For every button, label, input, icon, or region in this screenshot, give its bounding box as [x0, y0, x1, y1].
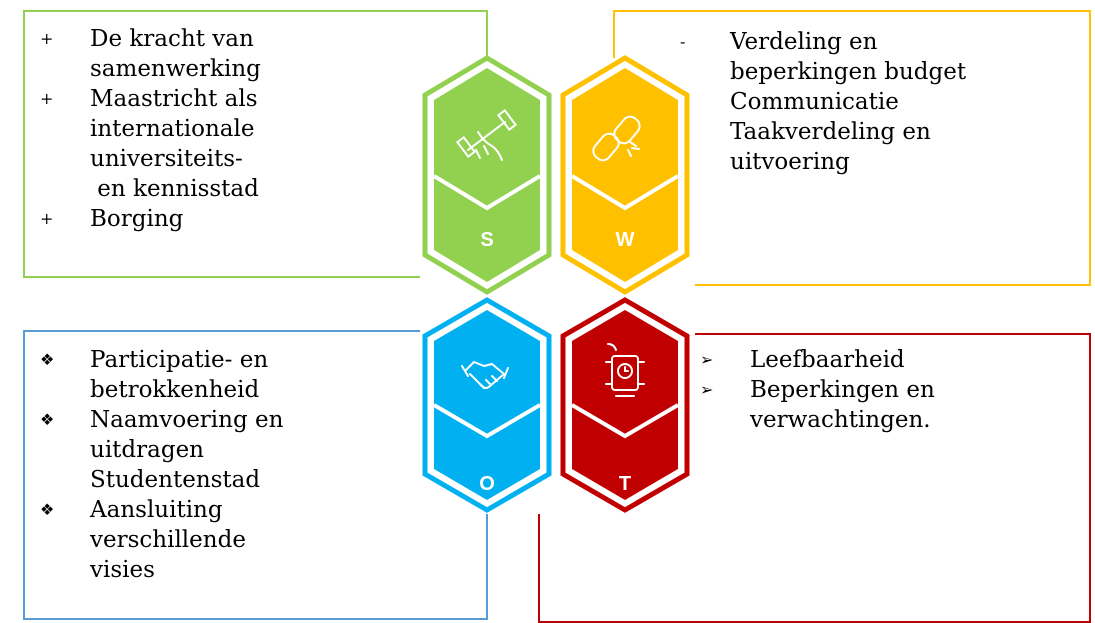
opportunities-item-line: Participatie- en	[90, 347, 269, 373]
opportunities-item: ❖ Aansluiting verschillende visies	[40, 495, 380, 585]
opportunities-hexagon-fill	[434, 310, 540, 500]
strengths-bullet-marker: +	[40, 209, 54, 228]
weaknesses-item: -Communicatie	[680, 87, 1080, 117]
threats-bullet-marker: ➢	[700, 350, 714, 369]
threats-list: ➢ Leefbaarheid ➢ Beperkingen en verwachtinge…	[700, 345, 1070, 435]
strengths-item: + Maastricht als internationale universitei…	[40, 84, 380, 204]
threats-hexagon-fill	[572, 310, 678, 500]
opportunities-item-line: verschillende	[90, 527, 246, 553]
strengths-item-line: samenwerking	[90, 56, 261, 82]
strengths-item-line: universiteits-	[90, 146, 243, 172]
strengths-chevron	[432, 174, 542, 211]
threats-letter: T	[619, 473, 631, 495]
opportunities-item-line: uitdragen	[90, 437, 204, 463]
strengths-item-line: De kracht van	[90, 26, 254, 52]
weaknesses-item-line: Communicatie	[730, 89, 899, 115]
threats-item: ➢ Beperkingen en verwachtingen.	[700, 375, 1070, 435]
dumbbell-icon	[455, 109, 518, 161]
strengths-item-line: en kennisstad	[90, 176, 259, 202]
weaknesses-item-line: beperkingen budget	[730, 59, 967, 85]
opportunities-chevron	[432, 403, 542, 439]
opportunities-item-line: Aansluiting	[90, 497, 223, 523]
threats-chevron	[570, 403, 680, 439]
threats-item-line: Leefbaarheid	[750, 347, 905, 373]
strengths-item: + De kracht van samenwerking	[40, 24, 380, 84]
bomb-icon	[605, 343, 645, 397]
weaknesses-bullet-marker: -	[680, 32, 686, 51]
handshake-icon	[461, 361, 509, 389]
weaknesses-item-line: Taakverdeling en	[730, 119, 931, 145]
opportunities-list: ❖ Participatie- en betrokkenheid ❖ Naamvoeri…	[40, 345, 380, 585]
weaknesses-item-line: uitvoering	[730, 149, 850, 175]
threats-hexagon: T	[560, 297, 690, 513]
weaknesses-hexagon-fill	[572, 68, 678, 282]
threats-item-line: Beperkingen en	[750, 377, 935, 403]
weaknesses-chevron	[570, 174, 680, 211]
strengths-letter: S	[480, 229, 493, 251]
weaknesses-item-line: Verdeling en	[730, 29, 878, 55]
strengths-item-line: Borging	[90, 206, 184, 232]
weaknesses-hexagon: W	[560, 55, 690, 295]
strengths-item-line: Maastricht als	[90, 86, 258, 112]
opportunities-bullet-marker: ❖	[40, 410, 55, 429]
opportunities-item-line: betrokkenheid	[90, 377, 260, 403]
weaknesses-list: - Verdeling en beperkingen budget-Communic…	[680, 27, 1080, 177]
weaknesses-letter: W	[616, 229, 635, 251]
opportunities-item-line: visies	[90, 557, 155, 583]
opportunities-bullet-marker: ❖	[40, 500, 55, 519]
opportunities-item-line: Naamvoering en	[90, 407, 284, 433]
opportunities-letter: O	[479, 473, 495, 495]
strengths-bullet-marker: +	[40, 89, 54, 108]
opportunities-item-line: Studentenstad	[90, 467, 261, 493]
strengths-item: + Borging	[40, 204, 380, 234]
threats-bullet-marker: ➢	[700, 380, 714, 399]
strengths-bullet-marker: +	[40, 29, 54, 48]
weaknesses-item: - Verdeling en beperkingen budget	[680, 27, 1080, 87]
opportunities-hexagon: O	[422, 297, 552, 513]
opportunities-bullet-marker: ❖	[40, 350, 55, 369]
threats-item: ➢ Leefbaarheid	[700, 345, 1070, 375]
opportunities-item: ❖ Participatie- en betrokkenheid	[40, 345, 380, 405]
strengths-hexagon: S	[422, 55, 552, 295]
strengths-item-line: internationale	[90, 116, 255, 142]
broken-link-icon	[592, 115, 641, 162]
strengths-list: + De kracht van samenwerking + Maastricht al…	[40, 24, 380, 234]
swot-hexagon-badges: S W O	[422, 55, 690, 513]
threats-item-line: verwachtingen.	[750, 407, 931, 433]
